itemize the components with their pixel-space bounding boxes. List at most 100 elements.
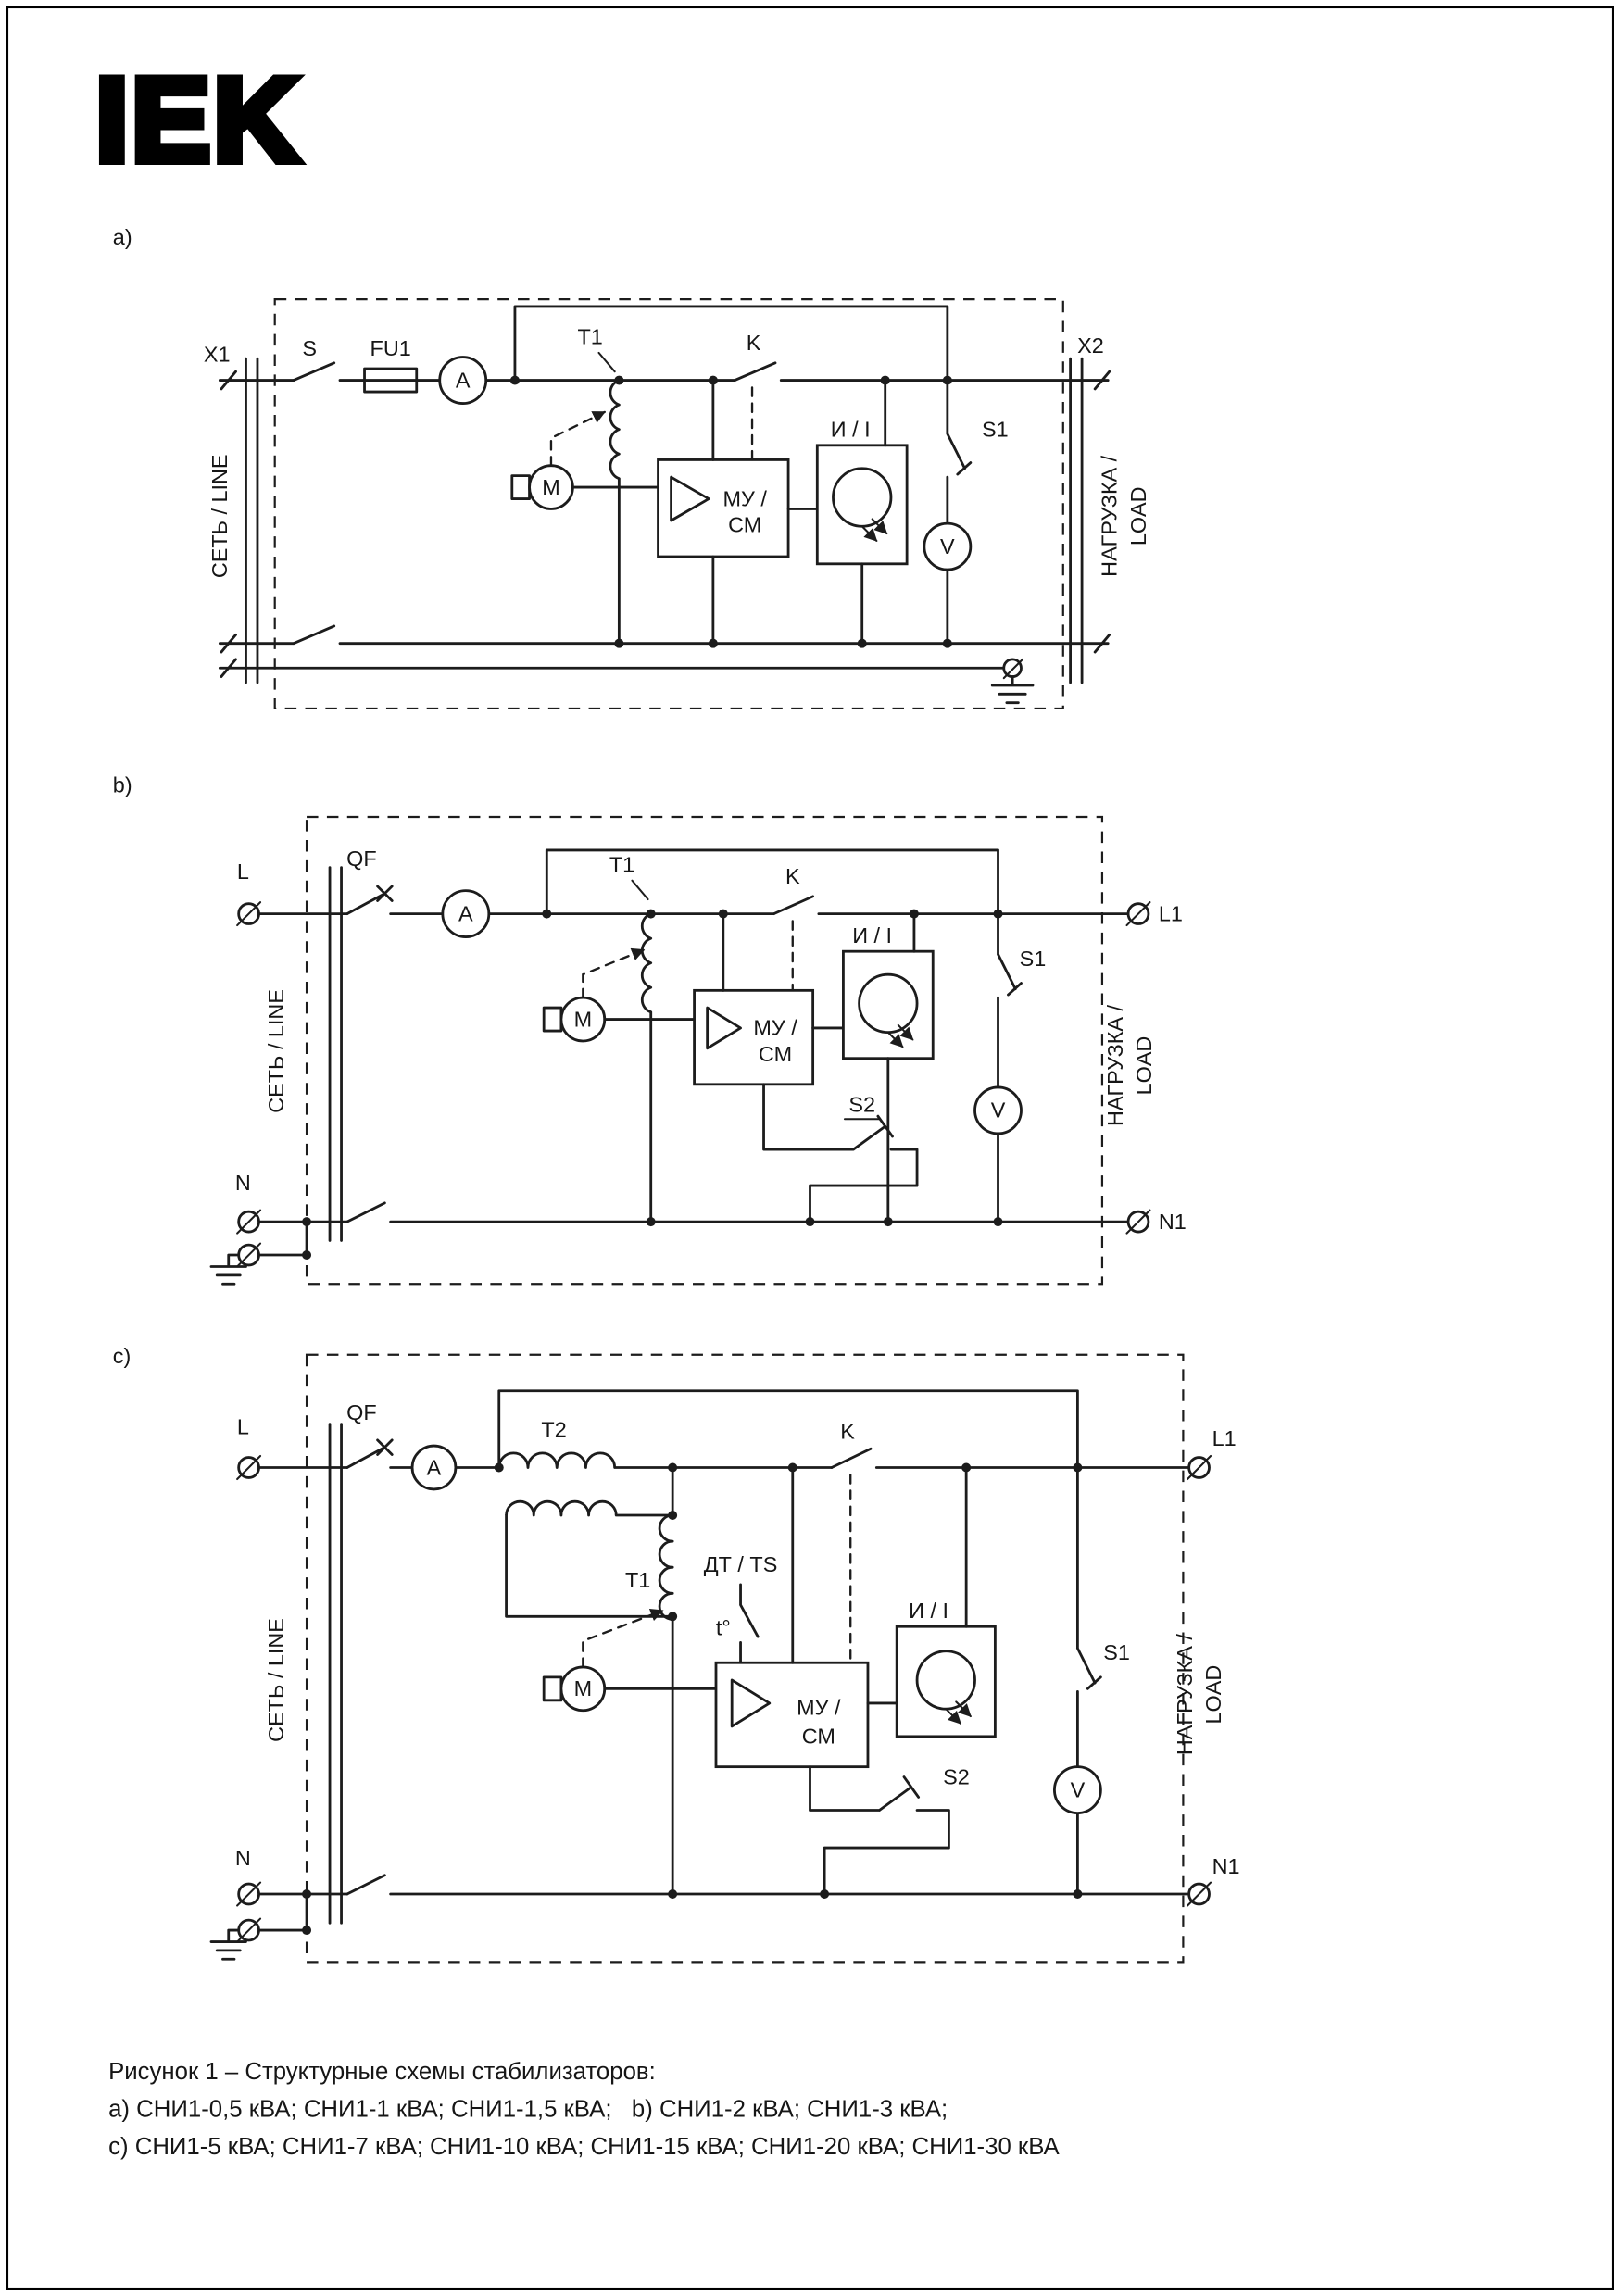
switch-s1-label: S1 [1103,1640,1130,1664]
indicator-label: И / I [852,923,892,947]
figure-caption: Рисунок 1 – Структурные схемы стабилизат… [108,2059,1060,2160]
control-unit-label-1: МУ / [797,1695,841,1719]
motor-letter: M [542,475,560,499]
mains-label-b: СЕТЬ / LINE [264,989,288,1113]
indicator-unit-c: И / I [895,1466,997,1738]
voltmeter-v-a: V [923,475,973,646]
motor-m-b: M [542,947,696,1043]
terminal-icon-l: L [236,859,262,927]
contact-k-a: K [733,331,777,461]
indicator-label: И / I [909,1599,948,1623]
terminal-icon-n1: N1 [1125,1209,1187,1235]
ground-icon-b [209,1220,308,1286]
page-border [6,6,1614,2290]
t2-label: T2 [541,1418,566,1442]
load-label-a-1: НАГРУЗКА / [1098,455,1122,577]
switch-s2-label: S2 [943,1764,970,1788]
load-label-a-2: LOAD [1126,486,1150,546]
indicator-unit-b: И / I [842,912,935,1223]
autotransformer-t1-c: T1 [625,1466,674,1896]
amplifier-icon [706,1006,742,1050]
ammeter-letter: A [427,1455,442,1479]
motor-m-c: M [542,1608,718,1713]
control-unit-label-2: СМ [759,1042,792,1066]
breaker-qf-b: QF [345,847,394,1223]
fuse-fu1-label: FU1 [370,336,411,360]
contact-k-label: K [747,331,761,355]
breaker-qf-c: QF [345,1400,394,1896]
control-unit-label-2: СМ [802,1725,835,1749]
bypass-wire-a [513,305,949,382]
temp-sensor-dt-ts: ДТ / TS t° [704,1552,778,1664]
voltmeter-letter: V [1071,1777,1086,1801]
control-unit-wires-a [711,379,819,646]
iek-logo: IEK [95,54,302,186]
control-unit-wires-b [722,912,845,1030]
amplifier-icon [670,475,710,522]
switch-s1-label: S1 [1020,947,1047,971]
mains-label-c: СЕТЬ / LINE [264,1618,288,1742]
switch-s2-label: S2 [848,1092,875,1116]
junction-dots-b [302,909,1003,1261]
breaker-qf-label: QF [346,847,377,871]
switch-s-label: S [302,336,317,360]
junction-dots-a [509,375,952,648]
temp-mark-label: t° [716,1616,731,1640]
ammeter-c: A [410,1444,458,1491]
fuse-fu1: FU1 [363,336,419,394]
series-transformer-t2: T2 [497,1418,674,1618]
terminal-l1-label: L1 [1212,1426,1237,1450]
caption-line-2: a) СНИ1-0,5 кВА; СНИ1-1 кВА; СНИ1-1,5 кВ… [108,2096,948,2122]
switch-s2-c: S2 [809,1764,970,1896]
contact-k-label: K [840,1419,855,1443]
motor-letter: M [574,1007,593,1031]
load-label-b-1: НАГРУЗКА / [1103,1005,1127,1127]
switch-s1-label: S1 [982,417,1009,441]
mains-label-a: СЕТЬ / LINE [207,454,232,578]
voltmeter-letter: V [991,1098,1006,1123]
device-outline-a [273,298,1064,710]
t1-label: T1 [577,325,602,349]
terminal-icon-n: N [235,1171,262,1235]
switch-s1-a: S1 [946,379,1009,476]
load-label-c-1: НАГРУЗКА / [1173,1634,1197,1756]
switch-s: S [292,336,336,646]
control-unit-mu-sm-b: МУ / СМ [693,988,815,1086]
chassis-lines-b [328,866,343,1242]
terminal-icon-n1: N1 [1187,1854,1240,1907]
switch-s2-b: S2 [762,1083,919,1223]
chassis-lines-c [328,1423,343,1925]
temp-sensor-label: ДТ / TS [704,1552,778,1576]
wire-continuation-ticks [1093,370,1111,654]
motor-letter: M [574,1676,593,1700]
terminal-icon-l1: L1 [1125,901,1183,927]
control-unit-mu-sm-c: МУ / СМ [714,1661,870,1769]
indicator-label: И / I [831,417,871,441]
caption-line-1: Рисунок 1 – Структурные схемы стабилизат… [108,2059,656,2085]
contact-k-c: K [830,1419,873,1664]
diagram-a-label: a) [113,225,132,249]
device-outline-c [305,1353,1185,1964]
amplifier-icon [730,1678,772,1728]
diagram-b: b) СЕТЬ / LINE L QF A T1 [113,772,1187,1286]
contact-k-b: K [772,864,815,992]
voltmeter-v-b: V [973,996,1023,1223]
terminal-icon-l: L [236,1415,262,1481]
terminal-n-label: N [235,1171,251,1195]
motor-drive-link [549,410,607,467]
ammeter-letter: A [458,901,473,925]
terminal-l1-label: L1 [1159,901,1183,925]
motor-drive-link [582,947,646,999]
output-connector-x2: X2 [1069,333,1111,684]
diagram-a: a) X1 СЕТЬ / LINE S FU1 A T1 [113,225,1150,710]
load-label-b-2: LOAD [1132,1036,1156,1096]
autotransformer-t1-b: T1 [609,852,653,1223]
diagram-c-label: c) [113,1344,132,1368]
diagram-b-label: b) [113,772,132,797]
terminal-icon-l1: L1 [1187,1426,1237,1481]
control-unit-label-1: МУ / [753,1016,797,1040]
ground-icon-c [209,1892,308,1961]
terminal-l-label: L [237,859,249,884]
